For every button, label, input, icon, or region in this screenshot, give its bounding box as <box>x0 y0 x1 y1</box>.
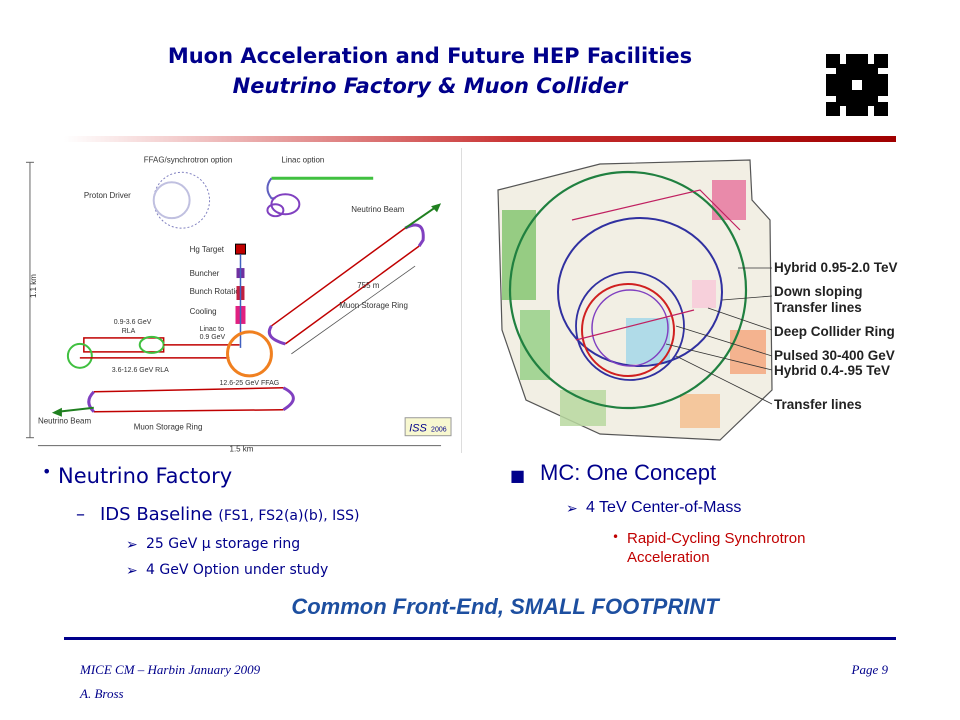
linac-option-label: Linac option <box>281 155 324 164</box>
horizontal-scale-label: 1.5 km <box>230 445 254 453</box>
dash-icon: – <box>76 504 85 525</box>
rla1-label-line2: RLA <box>122 328 136 335</box>
iss-badge-year: 2006 <box>431 427 447 434</box>
bullet-4gev-option: 4 GeV Option under study <box>146 562 329 578</box>
bullet-rcs-acceleration: Rapid-Cycling Synchrotron Acceleration <box>627 530 806 566</box>
iss-badge-main: ISS <box>409 423 427 435</box>
top-divider <box>64 136 896 142</box>
slide-subtitle: Neutrino Factory & Muon Collider <box>232 74 628 98</box>
footer-meeting: MICE CM – Harbin January 2009 <box>80 662 261 677</box>
ids-baseline-detail: (FS1, FS2(a)(b), ISS) <box>218 508 360 524</box>
neutrino-factory-layout-diagram: 1.1 km 1.5 km FFAG/synchrotron option Li… <box>14 148 462 453</box>
bullet-ids-baseline: IDS Baseline (FS1, FS2(a)(b), ISS) <box>100 504 360 525</box>
bullet-4tev: 4 TeV Center-of-Mass <box>586 499 742 516</box>
square-bullet-icon: ■ <box>510 466 526 485</box>
arrow-bullet-icon: ➢ <box>566 501 578 517</box>
map-label-deep-collider-ring: Deep Collider Ring <box>774 324 895 339</box>
vertical-scale-label: 1.1 km <box>29 274 38 298</box>
ffag-option-label: FFAG/synchrotron option <box>144 155 233 164</box>
footer-page-number: Page 9 <box>851 662 888 677</box>
neutrino-beam-bottom-label: Neutrino Beam <box>38 417 92 426</box>
muon-storage-ring-bottom-label: Muon Storage Ring <box>134 423 203 432</box>
map-label-hybrid-high: Hybrid 0.95-2.0 TeV <box>774 260 898 275</box>
length-755-label: 755 m <box>357 281 380 290</box>
bullet-dot-icon: • <box>42 462 52 481</box>
buncher-label: Buncher <box>190 269 220 278</box>
bullet-dot-icon: • <box>612 530 620 544</box>
cooling-label: Cooling <box>190 307 217 316</box>
map-label-hybrid-low: Hybrid 0.4-.95 TeV <box>774 363 890 378</box>
hg-target-label: Hg Target <box>190 245 225 254</box>
bullet-neutrino-factory: Neutrino Factory <box>58 464 233 488</box>
muon-collider-site-map: Hybrid 0.95-2.0 TeV Down sloping Transfe… <box>480 150 920 450</box>
rla1-label-line1: 0.9-3.6 GeV <box>114 319 152 326</box>
map-label-transfer-lines-1: Transfer lines <box>774 300 862 315</box>
bunch-rotation-label: Bunch Rotation <box>190 287 244 296</box>
bullet-mc-one-concept: MC: One Concept <box>540 460 717 485</box>
ffag-label: 12.6-25 GeV FFAG <box>220 380 280 387</box>
bottom-divider <box>64 637 896 640</box>
slide-title: Muon Acceleration and Future HEP Facilit… <box>167 44 693 68</box>
map-label-down-sloping: Down sloping <box>774 284 863 299</box>
muon-storage-ring-top-label: Muon Storage Ring <box>339 301 408 310</box>
common-front-end-banner: Common Front-End, SMALL FOOTPRINT <box>291 594 719 619</box>
footer-author: A. Bross <box>80 686 124 701</box>
arrow-bullet-icon: ➢ <box>126 563 138 579</box>
proton-driver-label: Proton Driver <box>84 191 131 200</box>
linac-to-label-line2: 0.9 GeV <box>200 334 226 341</box>
linac-to-label-line1: Linac to <box>200 326 225 333</box>
rla2-label: 3.6-12.6 GeV RLA <box>112 367 169 374</box>
bullet-25gev: 25 GeV μ storage ring <box>146 536 301 552</box>
map-label-pulsed: Pulsed 30-400 GeV <box>774 348 895 363</box>
neutrino-beam-top-label: Neutrino Beam <box>351 205 405 214</box>
arrow-bullet-icon: ➢ <box>126 537 138 553</box>
map-label-transfer-lines-2: Transfer lines <box>774 397 862 412</box>
fermilab-logo-icon <box>826 54 888 116</box>
